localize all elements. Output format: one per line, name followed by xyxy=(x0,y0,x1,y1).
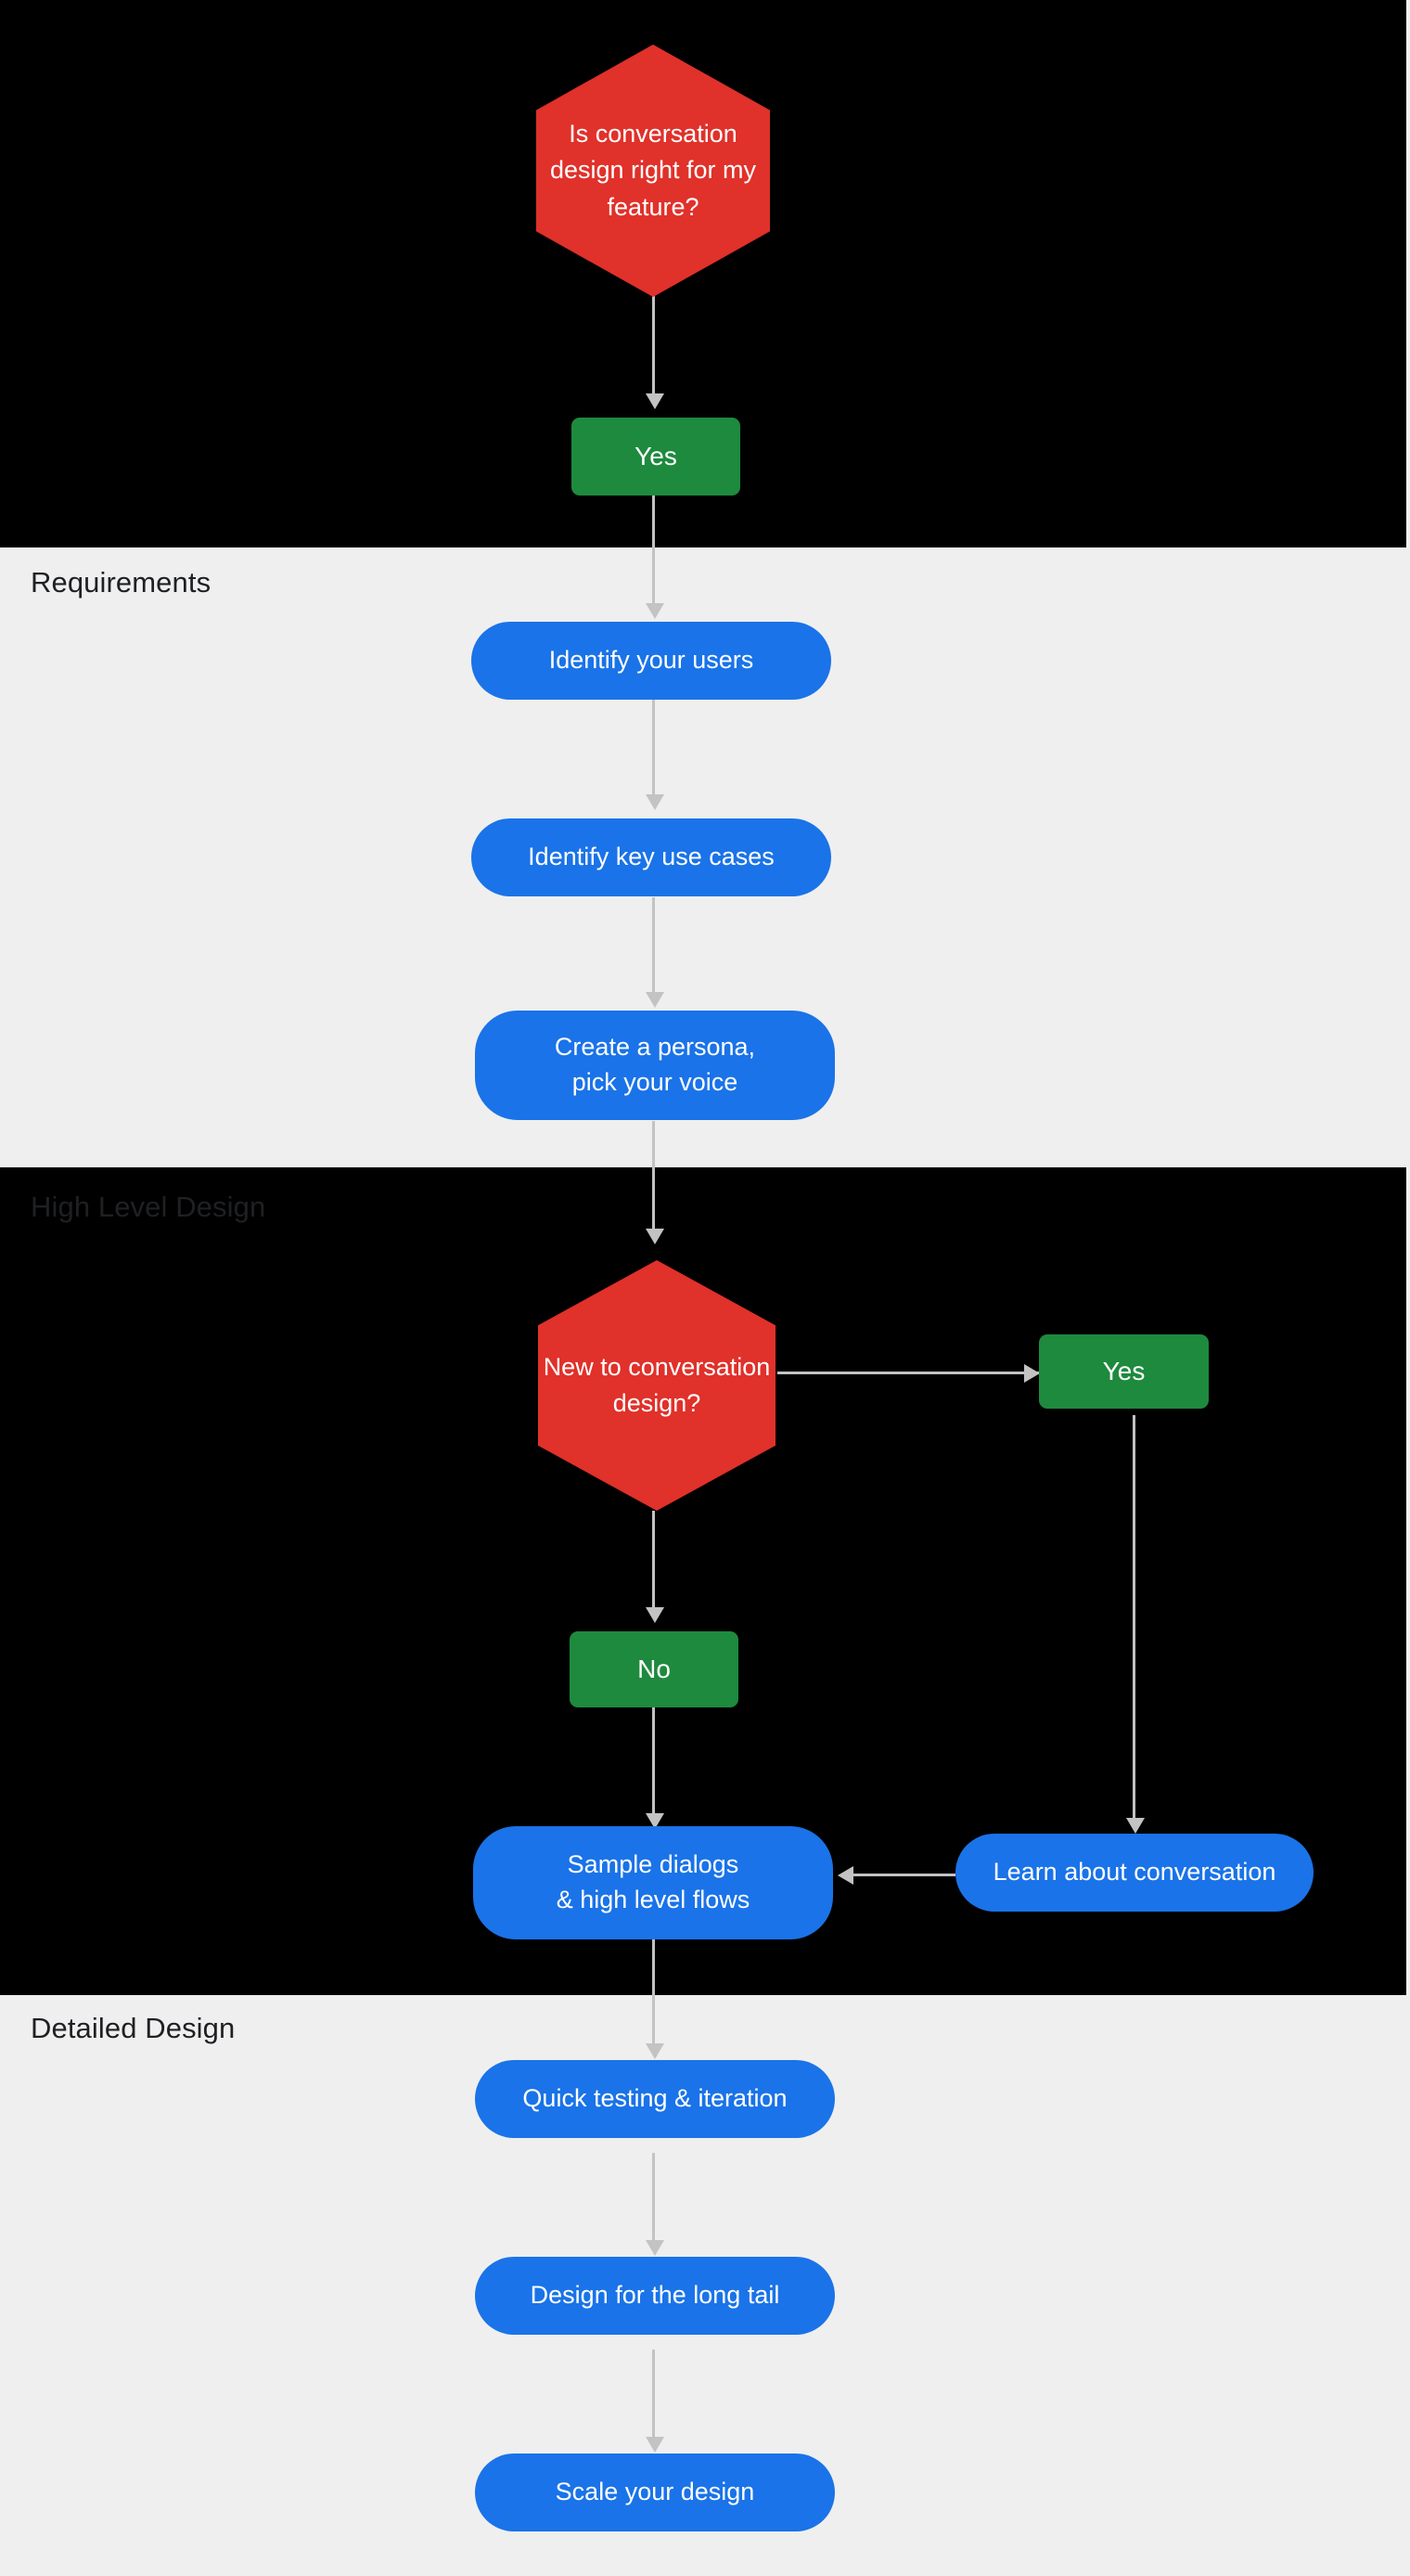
step-node-identify-key-use-cases[interactable]: Identify key use cases xyxy=(471,818,831,896)
step-node-label: Design for the long tail xyxy=(530,2281,780,2310)
answer-node-label: No xyxy=(637,1655,671,1683)
step-node-learn-about-conversation[interactable]: Learn about conversation xyxy=(955,1834,1314,1912)
answer-node-no-2[interactable]: No xyxy=(570,1631,738,1707)
decision-node-label: New to conversation design? xyxy=(543,1352,771,1417)
answer-node-label: Yes xyxy=(634,442,677,470)
step-node-label-line-2: & high level flows xyxy=(556,1886,750,1913)
step-node-design-for-long-tail[interactable]: Design for the long tail xyxy=(475,2257,835,2335)
step-node-label-line-1: Create a persona, xyxy=(554,1033,756,1062)
step-node-create-persona-pick-voice[interactable]: Create a persona, pick your voice xyxy=(475,1011,835,1120)
section-label-high-level-design: High Level Design xyxy=(31,1191,266,1223)
step-node-label-line-1: Sample dialogs xyxy=(567,1850,739,1879)
step-node-label: Scale your design xyxy=(555,2478,755,2506)
step-node-scale-your-design[interactable]: Scale your design xyxy=(475,2454,835,2531)
step-node-label: Sample dialogs & high level flows xyxy=(557,1848,750,1918)
section-label-requirements: Requirements xyxy=(31,566,212,599)
answer-node-yes-2[interactable]: Yes xyxy=(1039,1334,1209,1409)
step-node-label: Create a persona, pick your voice xyxy=(555,1030,755,1101)
step-node-sample-dialogs-high-level-flows[interactable]: Sample dialogs & high level flows xyxy=(473,1826,833,1939)
step-node-label: Learn about conversation xyxy=(993,1858,1276,1887)
step-node-label: Identify key use cases xyxy=(528,843,775,871)
answer-node-label: Yes xyxy=(1102,1357,1146,1385)
decision-node-label: Is conversation design right for my feat… xyxy=(549,120,757,221)
answer-node-yes-1[interactable]: Yes xyxy=(571,418,740,496)
step-node-label: Identify your users xyxy=(548,646,754,675)
step-node-label: Quick testing & iteration xyxy=(522,2084,788,2113)
step-node-identify-your-users[interactable]: Identify your users xyxy=(471,622,831,700)
step-node-label-line-2: pick your voice xyxy=(571,1068,738,1096)
step-node-quick-testing-iteration[interactable]: Quick testing & iteration xyxy=(475,2060,835,2138)
section-label-detailed-design: Detailed Design xyxy=(31,2012,236,2044)
